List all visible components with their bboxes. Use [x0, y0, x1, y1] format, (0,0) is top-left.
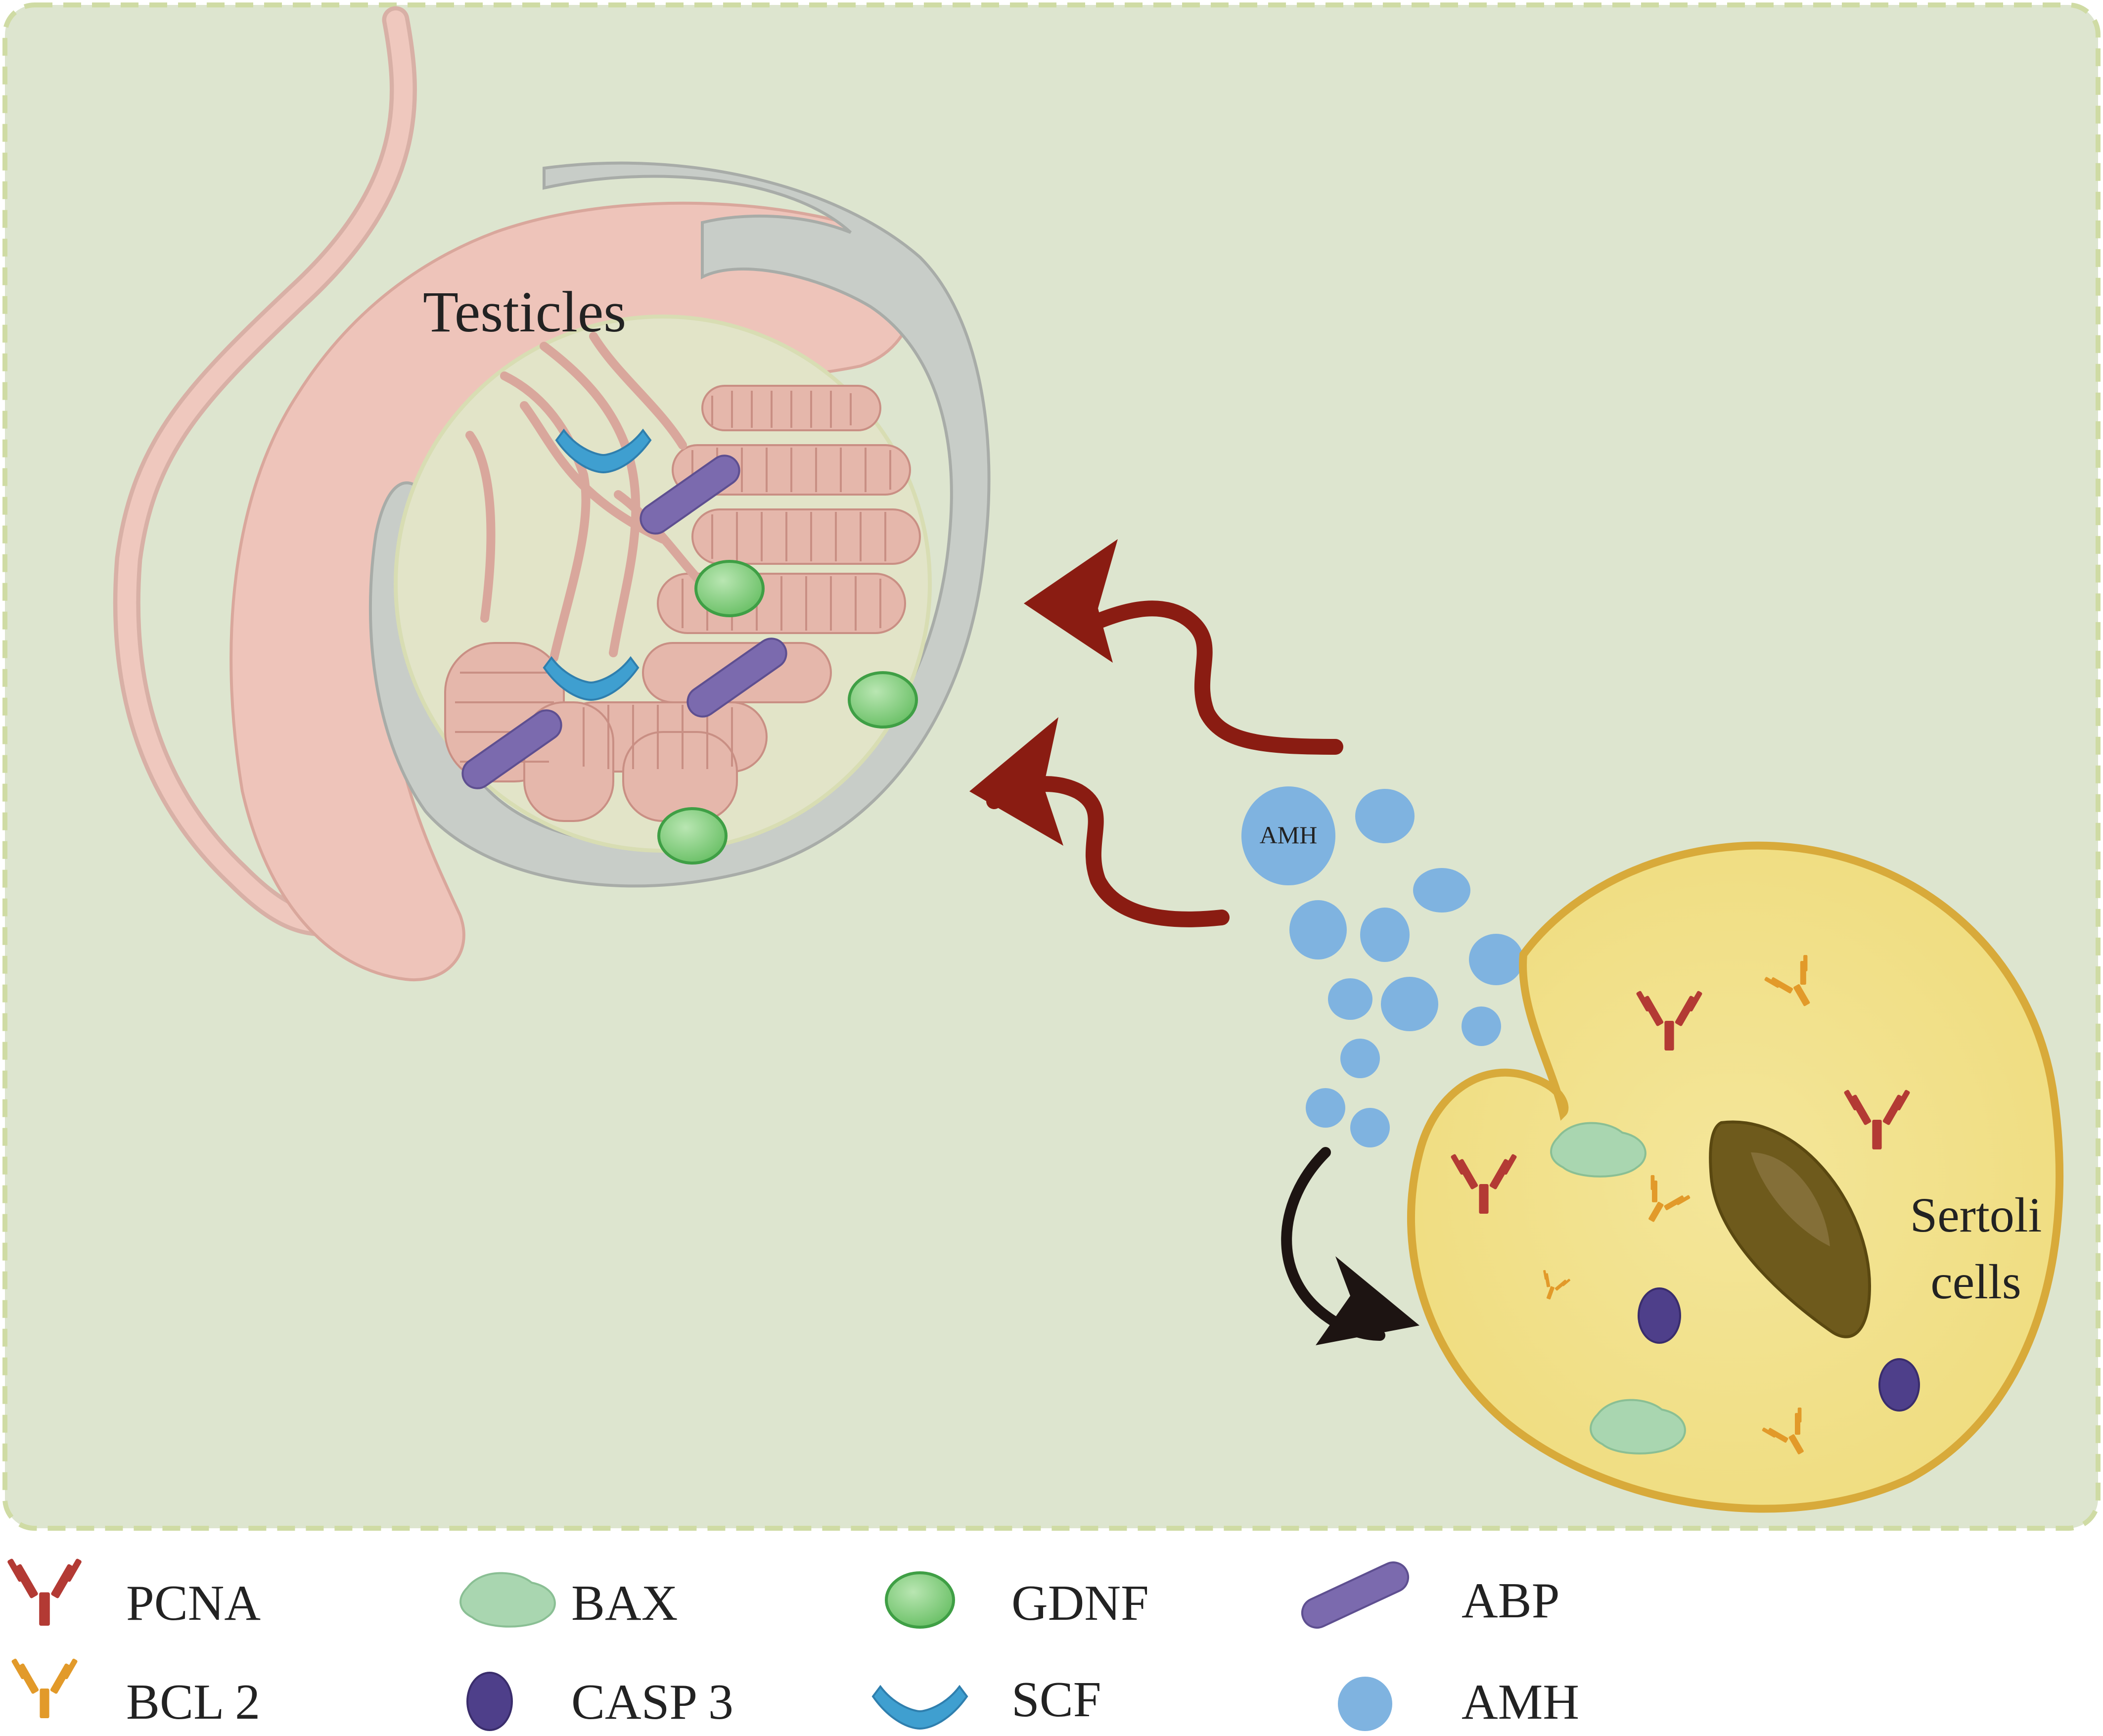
legend-item-bax: BAX — [459, 1572, 678, 1631]
secretion-arrows — [969, 539, 1419, 1345]
testicles-label: Testicles — [423, 279, 626, 344]
legend-label-amh: AMH — [1462, 1674, 1579, 1730]
gdnf-molecule — [657, 807, 728, 865]
bax-molecule — [1550, 1122, 1646, 1178]
gdnf-molecule — [694, 560, 765, 617]
abp-rod-icon — [1301, 1561, 1410, 1629]
abp-molecule — [686, 638, 787, 718]
legend-label-casp3: CASP 3 — [571, 1674, 733, 1730]
rete-testis — [465, 332, 707, 662]
sertoli-nucleus — [1709, 1120, 1872, 1338]
legend-item-bcl2: BCL 2 — [11, 1658, 260, 1730]
casp3-molecule — [1878, 1358, 1920, 1412]
legend-item-casp3: CASP 3 — [466, 1672, 733, 1731]
legend-item-gdnf: GDNF — [885, 1571, 1149, 1631]
legend-label-abp: ABP — [1462, 1573, 1559, 1629]
legend-label-gdnf: GDNF — [1011, 1575, 1149, 1631]
legend-item-abp: ABP — [1301, 1561, 1559, 1629]
sertoli-label-line2: cells — [1930, 1254, 2021, 1309]
scf-molecule — [543, 656, 640, 701]
bax-molecule — [1590, 1399, 1686, 1455]
casp3-molecule — [1638, 1287, 1681, 1344]
legend-label-bax: BAX — [571, 1575, 678, 1631]
sertoli-label-line1: Sertoli — [1910, 1188, 2042, 1242]
pcna-antibody-icon — [6, 1558, 83, 1626]
arrow-to-testis-upper — [1085, 600, 1343, 755]
scf-molecule — [555, 428, 652, 474]
amh-droplet-label: AMH — [1260, 821, 1318, 849]
casp3-oval-icon — [466, 1672, 513, 1731]
legend-label-bcl2: BCL 2 — [126, 1674, 260, 1730]
amh-circle-icon — [1338, 1677, 1392, 1731]
bcl2-antibody-icon — [11, 1658, 78, 1718]
legend-item-amh: AMH — [1338, 1674, 1579, 1731]
legend-label-scf: SCF — [1011, 1672, 1101, 1728]
sertoli-cell: Sertoli cells — [1407, 841, 2064, 1513]
amh-droplets — [1241, 786, 1523, 1147]
gdnf-sphere-icon — [885, 1571, 955, 1629]
scf-boomerang-icon — [871, 1685, 968, 1730]
abp-molecule — [461, 709, 562, 789]
abp-molecule — [640, 455, 740, 535]
bax-blob-icon — [459, 1572, 556, 1628]
amh-droplet-labeled — [1241, 786, 1335, 885]
legend-item-pcna: PCNA — [6, 1558, 261, 1631]
legend-label-pcna: PCNA — [126, 1575, 261, 1631]
gdnf-molecule — [848, 671, 918, 729]
testis-illustration: Testicles — [113, 6, 991, 982]
legend-item-scf: SCF — [871, 1672, 1101, 1730]
legend: PCNA BCL 2 BAX CASP 3 GDNF SCF — [6, 1558, 1579, 1731]
